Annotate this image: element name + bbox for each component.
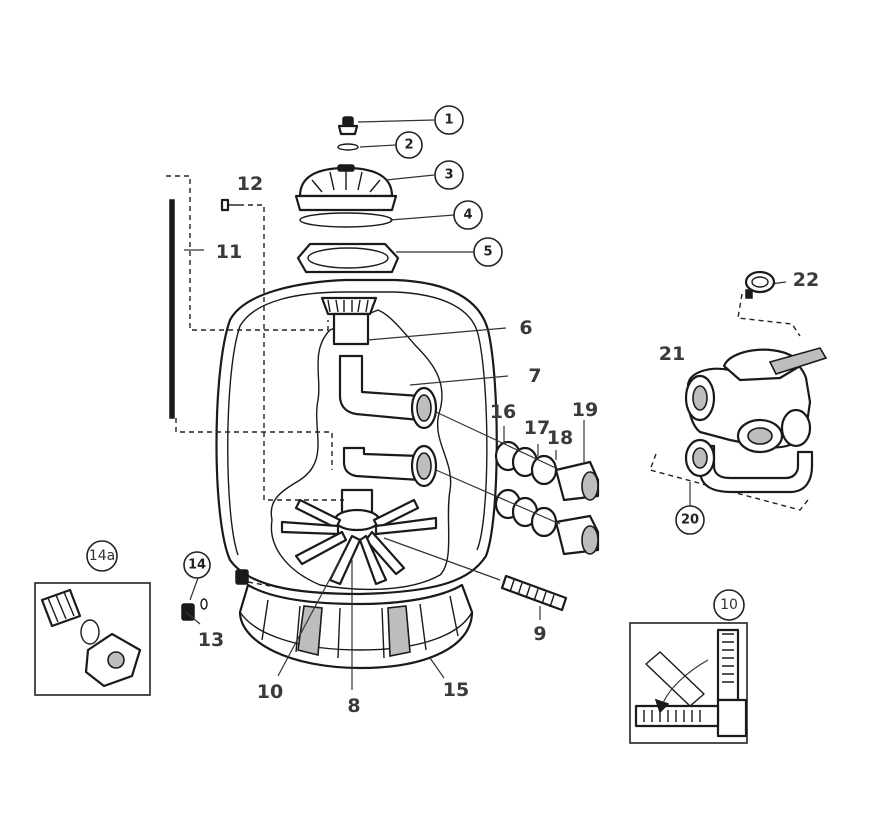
- callout-4: 4: [453, 200, 483, 230]
- callout-20-text: 20: [681, 513, 699, 528]
- union-set-upper: [494, 440, 600, 502]
- dome-lid: [294, 164, 398, 212]
- callout-3-text: 3: [444, 168, 453, 183]
- callout-2-text: 2: [404, 138, 413, 153]
- callout-20: 20: [675, 505, 705, 535]
- label-18: 18: [547, 427, 573, 449]
- callout-2: 2: [395, 131, 423, 159]
- internal-pipe-upper: [338, 354, 438, 430]
- label-22: 22: [793, 269, 819, 291]
- label-9: 9: [533, 623, 546, 645]
- inset-10-text: 10: [720, 597, 738, 613]
- pressure-gauge: [744, 270, 776, 299]
- lid-o-ring: [299, 212, 393, 228]
- drain-pipe: [500, 574, 568, 612]
- laterals-hub: [280, 488, 438, 586]
- label-10: 10: [257, 681, 283, 703]
- label-12: 12: [237, 173, 263, 195]
- inset-10: [629, 622, 748, 744]
- label-8: 8: [347, 695, 360, 717]
- label-16: 16: [490, 401, 516, 423]
- tank-base: [238, 583, 474, 670]
- vent-knob: [337, 116, 359, 136]
- callout-14-text: 14: [188, 558, 206, 573]
- label-15: 15: [443, 679, 469, 701]
- valve-elbow-pipe: [684, 438, 814, 494]
- top-collar: [320, 296, 378, 346]
- small-o-ring: [337, 143, 359, 151]
- leader-lines: [184, 119, 787, 690]
- inset-10-badge: 10: [713, 589, 745, 621]
- callout-5-text: 5: [483, 245, 492, 260]
- inset-14a-badge: 14a: [86, 540, 118, 572]
- internal-pipe-lower: [342, 444, 438, 488]
- callout-1-text: 1: [444, 113, 453, 128]
- label-13: 13: [198, 629, 224, 651]
- union-set-lower: [494, 488, 600, 556]
- standpipe-rod: [169, 199, 175, 419]
- inset-14a-text: 14a: [89, 548, 115, 564]
- label-6: 6: [519, 317, 532, 339]
- label-19: 19: [572, 399, 598, 421]
- callout-5: 5: [473, 237, 503, 267]
- inset-14a: [34, 582, 151, 696]
- label-11: 11: [216, 241, 242, 263]
- callout-1: 1: [434, 105, 464, 135]
- callout-4-text: 4: [463, 208, 472, 223]
- label-7: 7: [528, 365, 541, 387]
- locking-ring: [296, 242, 400, 274]
- small-screw: [220, 198, 244, 212]
- label-21: 21: [659, 343, 685, 365]
- callout-14: 14: [183, 551, 211, 579]
- multiport-valve: [684, 347, 828, 454]
- label-17: 17: [524, 417, 550, 439]
- callout-3: 3: [434, 160, 464, 190]
